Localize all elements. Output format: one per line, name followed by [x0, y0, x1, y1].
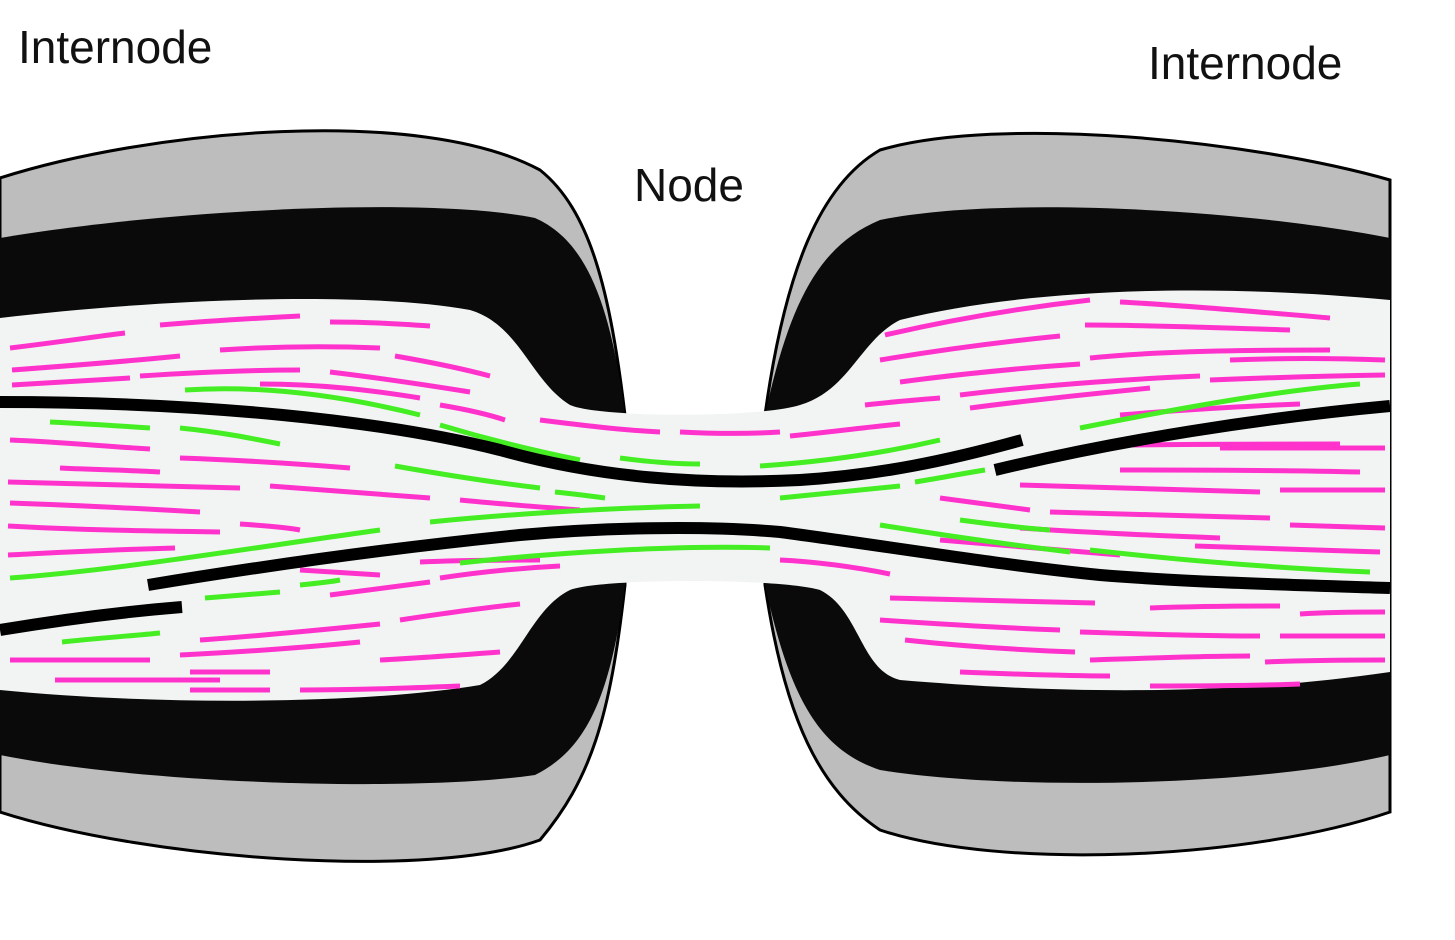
neurofilament-46 — [1209, 372, 1386, 383]
neurofilament-41 — [1084, 322, 1291, 333]
neurofilament-70 — [959, 669, 1111, 679]
neurofilament-65 — [1079, 629, 1261, 639]
neurofilament-59 — [1194, 543, 1381, 555]
filament-group — [7, 297, 1386, 693]
neurofilament-55 — [939, 495, 1031, 513]
neurofilament-7 — [11, 375, 131, 388]
neurofilament-56 — [1049, 509, 1271, 521]
neurofilament-16 — [269, 483, 431, 501]
neurofilament-20 — [239, 521, 301, 533]
neurofilament-6 — [394, 353, 491, 379]
neurofilament-53 — [1019, 482, 1261, 495]
microtubule-4 — [179, 425, 281, 447]
neurofilament-61 — [889, 595, 1096, 606]
neurofilament-1 — [9, 330, 126, 351]
microtubule-6 — [554, 489, 606, 501]
neurofilament-18 — [9, 500, 201, 515]
neurofilament-43 — [899, 361, 1081, 385]
neurofilament-3 — [329, 319, 431, 329]
neurofilament-15 — [7, 479, 241, 491]
neurofilament-10 — [259, 381, 421, 401]
microtubule-18 — [204, 589, 281, 601]
microtubule-15 — [959, 517, 1051, 533]
neurofilament-71 — [1149, 681, 1301, 689]
neurofilament-44 — [1229, 356, 1386, 363]
neurofilament-45 — [959, 373, 1201, 398]
neurofilament-5 — [219, 344, 381, 353]
neurofilament-69 — [1264, 657, 1386, 665]
microtubule-3 — [49, 419, 151, 431]
label-internode-left: Internode — [18, 21, 213, 73]
neurofilament-9 — [329, 369, 471, 395]
microtubule-5 — [394, 463, 541, 491]
neurofilament-12 — [9, 437, 151, 452]
microtubule-9 — [429, 503, 701, 525]
neurofilament-33 — [299, 683, 461, 693]
microtubule-11 — [914, 467, 986, 485]
microtubule-12 — [879, 522, 1071, 555]
neurofilament-48 — [969, 385, 1151, 411]
microtubule-20 — [61, 630, 161, 645]
microtubule-19 — [299, 577, 341, 588]
black-filament-upper — [0, 396, 1024, 488]
neurofilament-28 — [179, 639, 361, 658]
neurofilament-37 — [789, 421, 901, 439]
label-node: Node — [634, 159, 744, 211]
neurofilament-36 — [679, 429, 781, 436]
microtubule-7 — [619, 455, 701, 467]
neurofilament-52 — [1119, 467, 1361, 475]
microtubule-13 — [1089, 547, 1371, 575]
label-internode-right: Internode — [1148, 37, 1343, 89]
black-filament-upper-right — [993, 400, 1391, 476]
neurofilament-35 — [539, 417, 661, 435]
microtubule-8 — [759, 437, 941, 469]
neurofilament-50 — [1129, 441, 1341, 448]
neurofilament-68 — [1089, 653, 1251, 663]
microtubule-10 — [779, 483, 901, 501]
neurofilament-2 — [159, 313, 301, 328]
neurofilament-13 — [179, 455, 351, 471]
neurofilament-57 — [1289, 522, 1386, 531]
neurofilament-8 — [139, 367, 301, 379]
microtubule-16 — [9, 527, 381, 581]
axoplasm — [0, 290, 1390, 701]
neurofilament-19 — [7, 523, 221, 535]
neurofilament-11 — [439, 402, 506, 423]
neurofilament-24 — [329, 579, 431, 598]
neurofilament-30 — [379, 649, 501, 663]
neurofilament-26 — [199, 621, 381, 643]
neurofilament-14 — [59, 465, 161, 475]
black-filament-lower-left — [0, 601, 183, 636]
neurofilament-21 — [7, 545, 176, 558]
black-filament-lower — [147, 522, 1391, 594]
neurofilament-63 — [1299, 609, 1386, 617]
neurofilament-67 — [904, 637, 1076, 655]
microtubule-2 — [439, 422, 581, 463]
black-filaments — [0, 396, 1391, 636]
microtubule-1 — [184, 386, 421, 418]
neurofilament-38 — [884, 297, 1091, 338]
neurofilament-42 — [1089, 347, 1331, 361]
neurofilament-62 — [1149, 603, 1281, 611]
neurofilament-23 — [299, 567, 381, 578]
neurofilament-40 — [879, 333, 1061, 363]
microtubule-14 — [1079, 381, 1361, 431]
neurofilament-72 — [779, 557, 891, 577]
microtubule-17 — [459, 544, 771, 566]
neurofilament-39 — [1119, 299, 1331, 321]
neurofilament-27 — [399, 601, 521, 623]
neurofilament-4 — [11, 353, 181, 373]
neurofilament-49 — [1119, 401, 1301, 418]
neurofilament-25 — [439, 563, 561, 581]
neurofilament-47 — [864, 395, 941, 408]
neurofilament-64 — [879, 617, 1061, 633]
